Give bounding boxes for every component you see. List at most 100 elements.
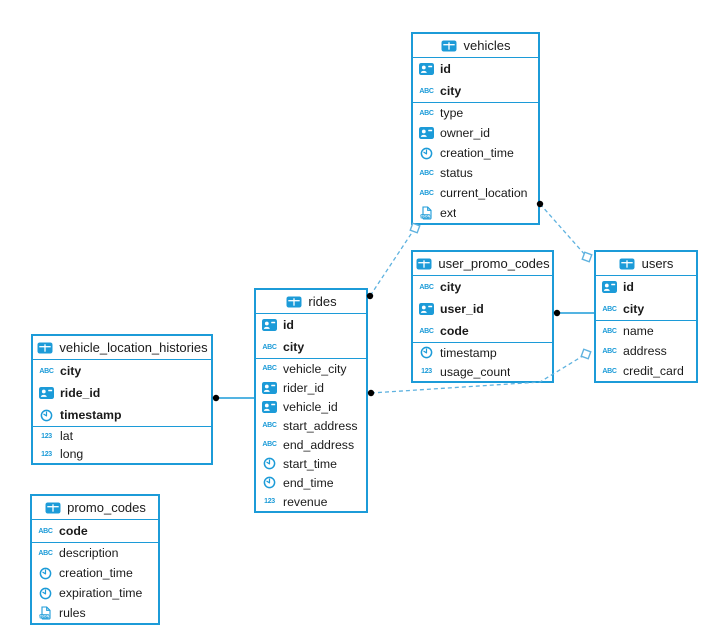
table-icon — [619, 258, 636, 270]
column-label: lat — [60, 429, 73, 443]
column-end_time[interactable]: end_time — [256, 473, 366, 492]
abc-icon: ABC — [602, 305, 617, 313]
clock-icon — [38, 409, 55, 422]
table-header[interactable]: users — [596, 252, 696, 276]
number-icon: 123 — [41, 432, 52, 440]
column-id[interactable]: id — [256, 314, 366, 336]
column-label: name — [623, 324, 654, 338]
column-id[interactable]: id — [413, 58, 538, 80]
table-header[interactable]: vehicle_location_histories — [33, 336, 211, 360]
column-rider_id[interactable]: rider_id — [256, 378, 366, 397]
column-vehicle_id[interactable]: vehicle_id — [256, 397, 366, 416]
column-label: ride_id — [60, 386, 101, 400]
abc-icon: ABC — [419, 327, 434, 335]
number-icon: 123 — [41, 450, 52, 458]
column-user_id[interactable]: user_id — [413, 298, 552, 320]
column-label: creation_time — [440, 146, 514, 160]
id-card-icon — [261, 319, 278, 331]
table-header[interactable]: user_promo_codes — [413, 252, 552, 276]
id-card-icon — [418, 127, 435, 139]
table-icon — [36, 342, 53, 354]
table-icon — [441, 40, 458, 52]
json-icon: JSON — [418, 206, 435, 220]
column-label: type — [440, 106, 464, 120]
table-header[interactable]: promo_codes — [32, 496, 158, 520]
abc-icon: ABC — [262, 343, 277, 351]
column-id[interactable]: id — [596, 276, 696, 298]
column-label: description — [59, 546, 119, 560]
column-ext[interactable]: JSON ext — [413, 203, 538, 223]
column-label: revenue — [283, 494, 328, 509]
abc-icon: ABC — [419, 283, 434, 291]
column-label: owner_id — [440, 126, 490, 140]
column-label: user_id — [440, 302, 484, 316]
column-city[interactable]: ABC city — [596, 298, 696, 320]
column-creation_time[interactable]: creation_time — [32, 563, 158, 583]
column-label: code — [59, 524, 88, 538]
column-ride_id[interactable]: ride_id — [33, 382, 211, 404]
column-lat[interactable]: 123 lat — [33, 427, 211, 445]
table-title: vehicles — [463, 38, 511, 53]
clock-icon — [37, 587, 54, 600]
column-label: status — [440, 166, 473, 180]
abc-icon: ABC — [262, 441, 277, 448]
abc-icon: ABC — [419, 189, 434, 197]
table-icon — [415, 258, 432, 270]
column-label: timestamp — [440, 345, 497, 360]
column-start_time[interactable]: start_time — [256, 454, 366, 473]
column-owner_id[interactable]: owner_id — [413, 123, 538, 143]
svg-text:JSON: JSON — [39, 615, 49, 619]
abc-icon: ABC — [419, 87, 434, 95]
table-header[interactable]: rides — [256, 290, 366, 314]
column-creation_time[interactable]: creation_time — [413, 143, 538, 163]
abc-icon: ABC — [602, 347, 617, 355]
table-icon — [285, 296, 302, 308]
column-expiration_time[interactable]: expiration_time — [32, 583, 158, 603]
column-timestamp[interactable]: timestamp — [33, 404, 211, 426]
column-timestamp[interactable]: timestamp — [413, 343, 552, 362]
abc-icon: ABC — [262, 422, 277, 429]
column-label: code — [440, 324, 469, 338]
table-title: users — [641, 256, 674, 271]
abc-icon: ABC — [262, 365, 277, 372]
column-label: credit_card — [623, 364, 684, 378]
column-label: vehicle_id — [283, 399, 338, 414]
column-label: ext — [440, 206, 457, 220]
column-label: city — [623, 302, 645, 316]
clock-icon — [418, 147, 435, 160]
column-label: start_time — [283, 456, 337, 471]
table-header[interactable]: vehicles — [413, 34, 538, 58]
column-code[interactable]: ABC code — [413, 320, 552, 342]
